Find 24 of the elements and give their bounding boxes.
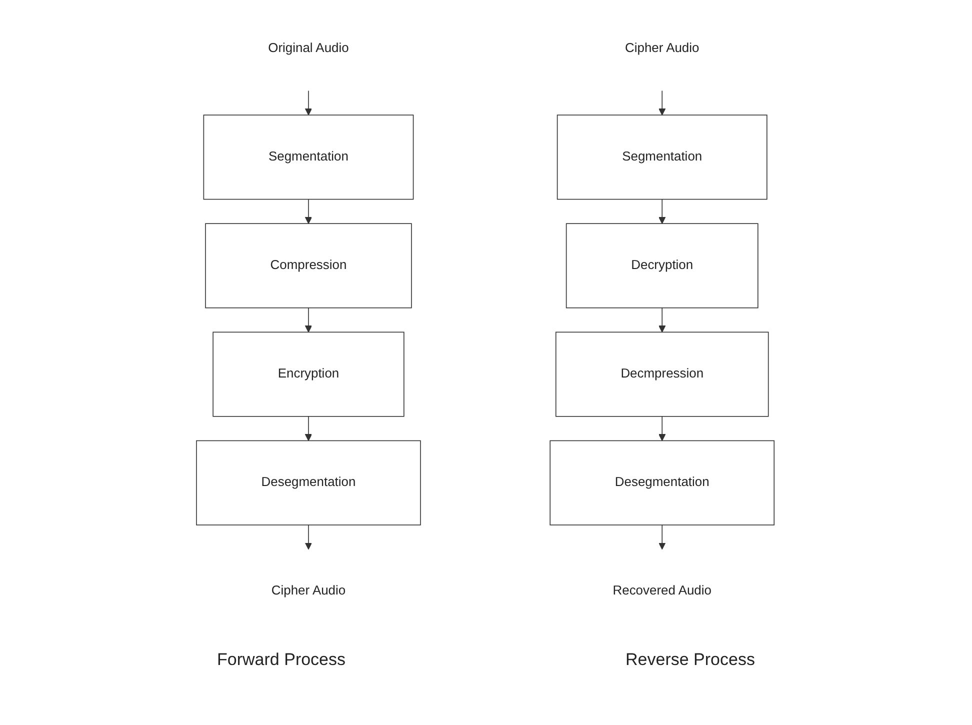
caption-text: Reverse Process — [626, 650, 755, 670]
node-box: Segmentation — [202, 114, 414, 200]
node-text: Cipher Audio — [270, 584, 346, 598]
arrow — [658, 416, 666, 442]
node-box: Segmentation — [556, 114, 767, 200]
node-box: Encryption — [212, 332, 404, 417]
arrow — [658, 307, 666, 332]
arrow — [304, 524, 312, 550]
node-text: Recovered Audio — [612, 584, 712, 598]
node-box: Compression — [204, 223, 412, 308]
arrow — [304, 90, 312, 116]
node-box: Decryption — [566, 223, 758, 308]
arrow — [658, 90, 666, 116]
arrow — [658, 524, 666, 550]
node-box: Desegmentation — [549, 440, 774, 526]
node-box: Decmpression — [555, 332, 768, 417]
arrow — [658, 198, 666, 224]
node-text: Original Audio — [268, 41, 348, 56]
arrow — [304, 198, 312, 224]
node-text: Cipher Audio — [624, 41, 699, 56]
arrow — [304, 416, 312, 442]
arrow — [304, 307, 312, 332]
caption-text: Forward Process — [217, 650, 346, 670]
node-box: Desegmentation — [196, 440, 420, 526]
